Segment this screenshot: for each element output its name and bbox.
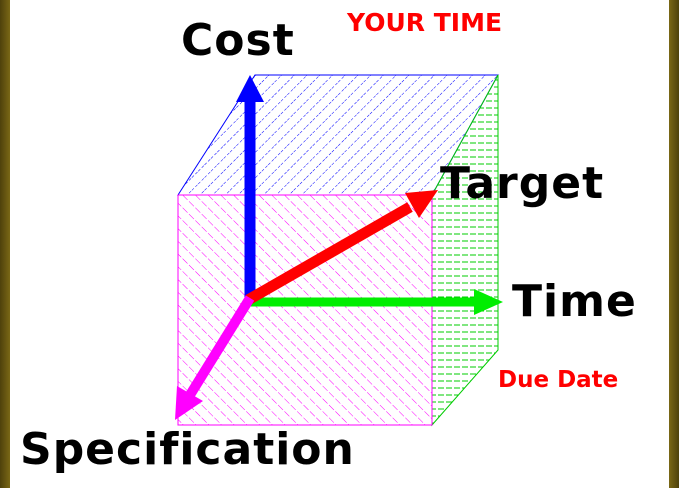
- your-time-label: YOUR TIME: [347, 8, 503, 37]
- front-face: [177, 194, 433, 426]
- left-border: [0, 0, 10, 488]
- specification-label: Specification: [20, 424, 355, 475]
- target-label: Target: [440, 158, 605, 209]
- target-arrowhead: [405, 190, 438, 218]
- cost-arrowhead: [236, 75, 264, 102]
- cost-label: Cost: [181, 15, 295, 66]
- specification-arrowhead: [175, 386, 203, 420]
- specification-axis: [185, 295, 255, 398]
- due-date-label: Due Date: [498, 367, 619, 393]
- right-border: [669, 0, 679, 488]
- time-arrowhead: [474, 289, 503, 315]
- time-label: Time: [512, 276, 637, 327]
- target-axis: [245, 202, 413, 305]
